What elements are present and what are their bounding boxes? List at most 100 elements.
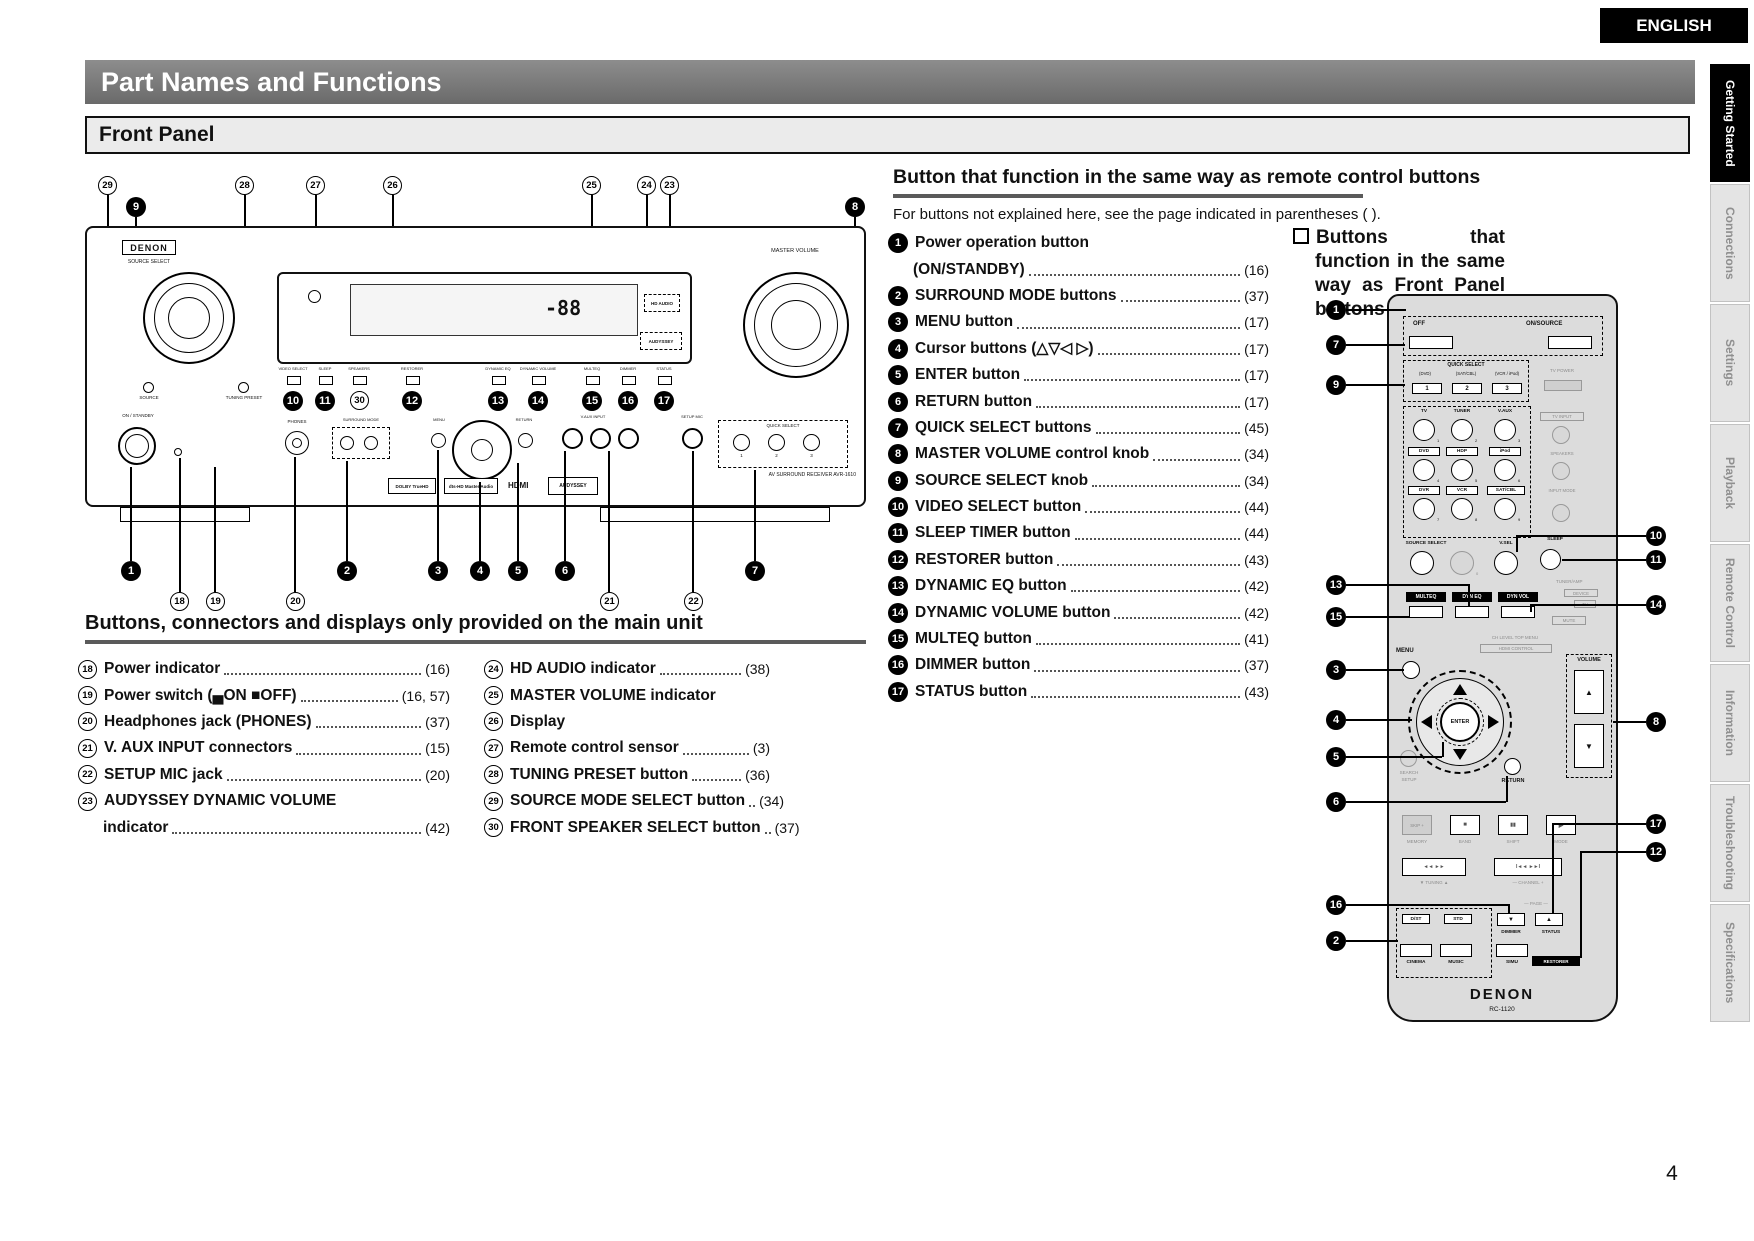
key-dimmer: [622, 376, 636, 385]
callout-r3: 3: [1326, 660, 1346, 680]
language-banner: ENGLISH: [1600, 8, 1748, 43]
remote-qs-vcr-label: (VCR / iPod): [1494, 371, 1520, 376]
remote-equiv-heading: Button that function in the same way as …: [893, 166, 1481, 188]
remote-input-mode-label: INPUT MODE: [1548, 488, 1576, 493]
callout-line: [1516, 535, 1646, 537]
front-panel-header-text: Front Panel: [99, 123, 215, 146]
remote-sub-1: 1: [1437, 438, 1440, 443]
callout-line: [692, 451, 694, 592]
remote-on-source-button: [1548, 336, 1592, 349]
sidebar-tab-remote-control[interactable]: Remote Control: [1710, 544, 1750, 662]
callout-line: [1580, 851, 1646, 853]
remote-tv-power-label: TV POWER: [1549, 368, 1574, 373]
callout-11: 11: [315, 391, 335, 411]
remote-vsel-label: V.SEL: [1499, 541, 1513, 546]
callout-line: [1346, 940, 1398, 942]
callout-line: [1613, 721, 1646, 723]
remote-model: RC-1120: [1489, 1006, 1515, 1013]
remote-equiv-note: For buttons not explained here, see the …: [893, 206, 1381, 223]
key-label-dynamic-eq: DYNAMIC EQ: [485, 366, 511, 371]
remote-off-button: [1409, 336, 1453, 349]
remote-restorer-label: RESTORER: [1532, 956, 1580, 966]
callout-line: [346, 461, 348, 561]
callout-r12: 12: [1646, 842, 1666, 862]
callout-line: [1552, 823, 1646, 825]
callout-r10: 10: [1646, 526, 1666, 546]
remote-return-button: [1504, 758, 1521, 775]
remote-volume-group: [1566, 654, 1612, 778]
callout-r16: 16: [1326, 895, 1346, 915]
remote-music-label: MUSIC: [1448, 960, 1464, 965]
callout-line: [1530, 604, 1646, 606]
remote-tv-input-button: [1552, 426, 1570, 444]
remote-page-down-button: ▼: [1497, 913, 1525, 926]
remote-src-ipod: iPod: [1489, 447, 1521, 456]
receiver-foot-right: [600, 507, 830, 522]
sidebar-tab-information[interactable]: Information: [1710, 664, 1750, 782]
audyssey-indicator: AUDYSSEY: [640, 332, 682, 350]
sidebar-tab-playback[interactable]: Playback: [1710, 424, 1750, 542]
remote-src-dvd-button: [1413, 459, 1435, 481]
remote-src-hdp-button: [1451, 459, 1473, 481]
remote-dyn-vol-button: [1501, 606, 1535, 618]
remote-music-button: [1440, 944, 1472, 957]
remote-sensor-icon: [308, 290, 321, 303]
callout-line: [1346, 719, 1412, 721]
remote-src-tuner-button: [1451, 419, 1473, 441]
remote-on-source-label: ON/SOURCE: [1526, 321, 1563, 327]
remote-cinema-label: CINEMA: [1406, 960, 1426, 965]
callout-15: 15: [582, 391, 602, 411]
menu-label: MENU: [433, 417, 445, 422]
callout-20: 20: [286, 592, 305, 611]
tuning-preset-button: [238, 382, 249, 393]
menu-button: [431, 433, 446, 448]
remote-ch-level-label: CH LEVEL TOP MENU: [1491, 635, 1539, 640]
key-label-video-select: VIDEO SELECT: [278, 366, 308, 371]
callout-27: 27: [306, 176, 325, 195]
callout-line: [130, 467, 132, 561]
sidebar-tab-settings[interactable]: Settings: [1710, 304, 1750, 422]
list-item-continuation: (ON/STANDBY)(16): [913, 260, 1269, 278]
rule: [893, 194, 1363, 198]
remote-sleep-label: SLEEP: [1547, 537, 1563, 542]
page-title: Part Names and Functions: [101, 66, 442, 97]
cursor-down-icon: [1453, 749, 1467, 760]
enter-button: [471, 439, 493, 461]
callout-line: [1530, 604, 1532, 612]
remote-src-vaux: V.AUX: [1497, 409, 1513, 414]
callout-25: 25: [582, 176, 601, 195]
callout-r5: 5: [1326, 747, 1346, 767]
callout-line: [564, 451, 566, 561]
audyssey-logo: AUDYSSEY: [548, 477, 598, 495]
key-label-speakers: SPEAKERS: [348, 366, 370, 371]
remote-stop-button: ■: [1450, 815, 1480, 835]
remote-sub-9: 9: [1518, 517, 1521, 522]
sidebar-tab-connections[interactable]: Connections: [1710, 184, 1750, 302]
enter-ring: [1436, 698, 1484, 746]
remote-page-up-button: ▲: [1535, 913, 1563, 926]
remote-src-dvd: DVD: [1408, 447, 1440, 456]
sidebar-tab-troubleshooting[interactable]: Troubleshooting: [1710, 784, 1750, 902]
callout-line: [294, 457, 296, 592]
quick-select-1-num: 1: [740, 453, 743, 458]
source-select-label: SOURCE SELECT: [127, 259, 171, 265]
callout-r11: 11: [1646, 550, 1666, 570]
callout-8: 8: [845, 197, 865, 217]
remote-tuning-label: ▼ TUNING ▲: [1419, 880, 1449, 885]
sidebar-tab-getting-started[interactable]: Getting Started: [1710, 64, 1750, 182]
sidebar-tab-specifications[interactable]: Specifications: [1710, 904, 1750, 1022]
callout-line: [1468, 584, 1470, 606]
power-indicator-led: [174, 448, 182, 456]
surround-mode-label: SURROUND MODE: [342, 417, 380, 422]
remote-quick-select-2: 2: [1452, 383, 1482, 394]
